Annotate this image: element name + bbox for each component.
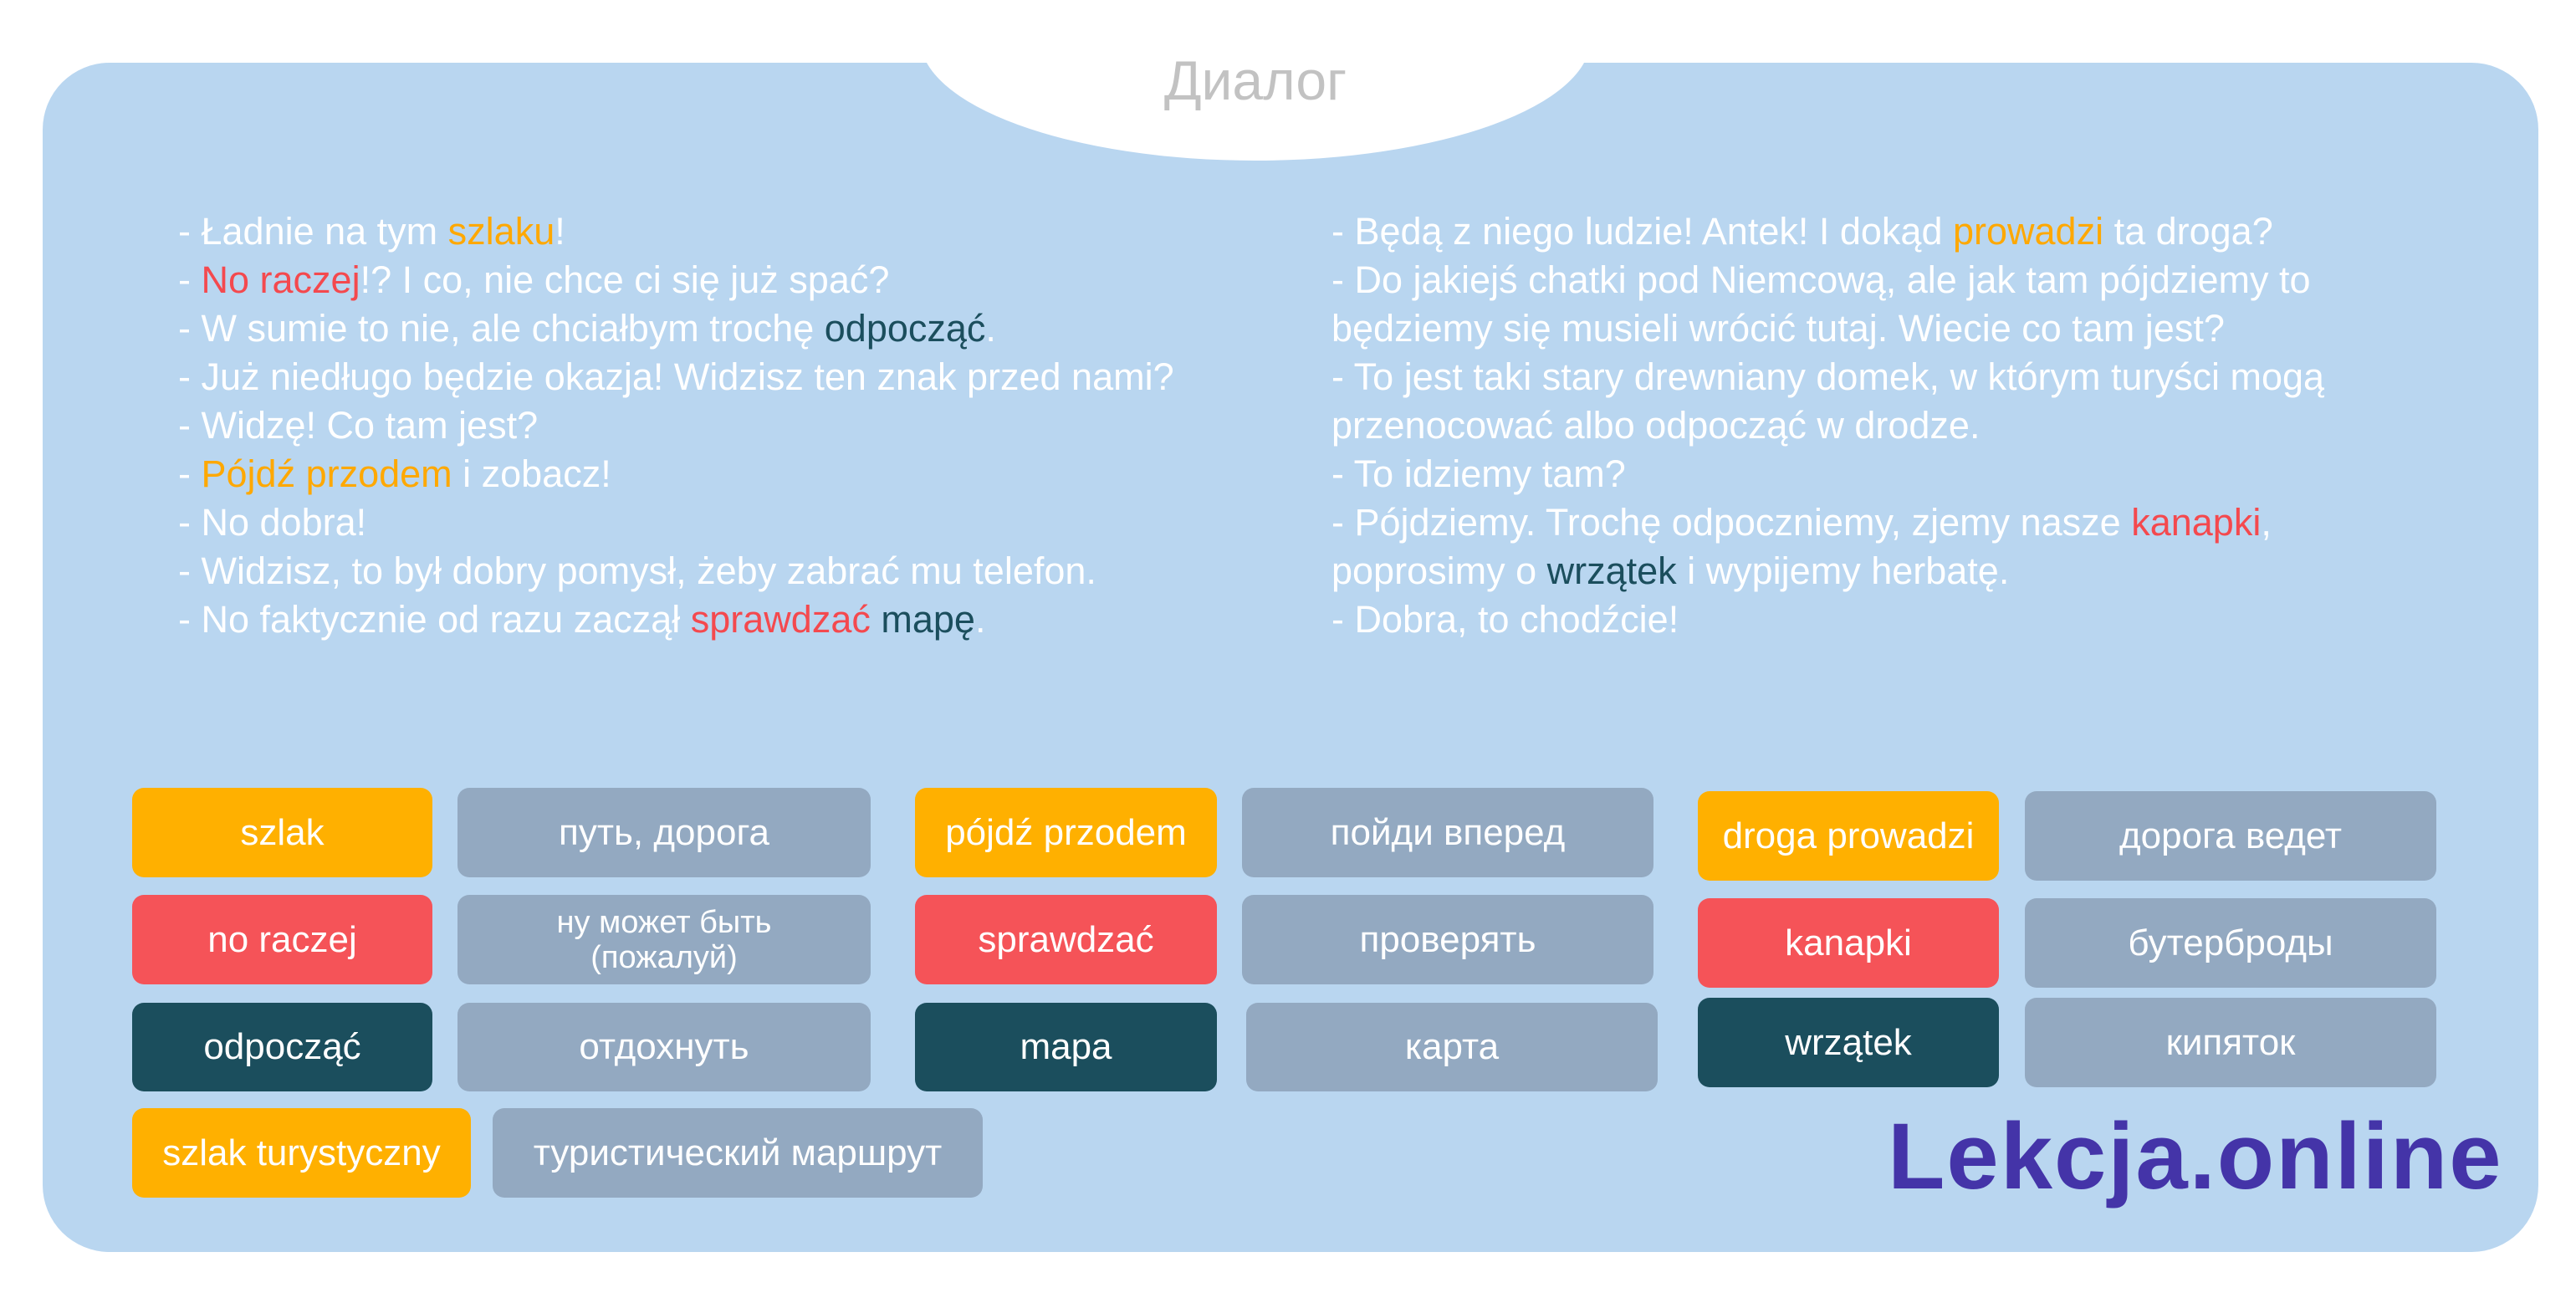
dialogue-line: - No faktycznie od razu zaczął sprawdzać…: [178, 595, 1232, 644]
dialogue-text: - No dobra!: [178, 501, 367, 544]
dialogue-line: - Widzisz, to był dobry pomysł, żeby zab…: [178, 547, 1232, 595]
vocab-word-chip: no raczej: [132, 895, 432, 984]
dialogue-text: - Do jakiejś chatki pod Niemcową, ale ja…: [1331, 258, 2311, 350]
dialogue-text: - No faktycznie od razu zaczął: [178, 598, 691, 641]
dialogue-text: .: [985, 307, 996, 350]
dialogue-line: - Już niedługo będzie okazja! Widzisz te…: [178, 353, 1232, 401]
dialogue-line: - Pójdź przodem i zobacz!: [178, 450, 1232, 498]
dialogue-text: - Widzę! Co tam jest?: [178, 404, 539, 447]
dialogue-line: - Do jakiejś chatki pod Niemcową, ale ja…: [1331, 256, 2452, 353]
dialogue-text: !: [555, 210, 565, 253]
dialogue-text: - Widzisz, to był dobry pomysł, żeby zab…: [178, 549, 1096, 592]
vocab-word-chip: droga prowadzi: [1698, 791, 1999, 881]
vocab-translation-chip: карта: [1246, 1003, 1658, 1091]
dialogue-text: ,: [2261, 501, 2272, 544]
vocab-word-chip: odpocząć: [132, 1003, 432, 1091]
dialogue-text: poprosimy o: [1331, 549, 1547, 592]
dialogue-line: - No dobra!: [178, 498, 1232, 547]
dialogue-line: - No raczej!? I co, nie chce ci się już …: [178, 256, 1232, 304]
vocab-translation-chip: пойди вперед: [1242, 788, 1653, 877]
vocab-translation-chip: кипяток: [2025, 998, 2436, 1087]
highlighted-word: prowadzi: [1952, 210, 2104, 253]
vocab-translation-chip: туристический маршрут: [493, 1108, 983, 1198]
dialogue-line: - Widzę! Co tam jest?: [178, 401, 1232, 450]
vocab-word-chip: kanapki: [1698, 898, 1999, 988]
dialogue-text: .: [974, 598, 986, 641]
vocab-translation-chip: бутерброды: [2025, 898, 2436, 988]
dialogue-text: - W sumie to nie, ale chciałbym trochę: [178, 307, 825, 350]
dialogue-line: - Ładnie na tym szlaku!: [178, 207, 1232, 256]
dialogue-text: - Dobra, to chodźcie!: [1331, 598, 1679, 641]
vocab-word-chip: szlak: [132, 788, 432, 877]
vocab-translation-chip: дорога ведет: [2025, 791, 2436, 881]
highlighted-word: odpocząć: [824, 307, 986, 350]
dialogue-text: -: [178, 452, 202, 495]
highlighted-word: sprawdzać: [690, 598, 871, 641]
dialogue-text: [871, 598, 882, 641]
lekcja-online-logo: Lekcja.online: [1888, 1104, 2503, 1209]
dialogue-text: - To jest taki stary drewniany domek, w …: [1331, 355, 2325, 447]
dialogue-text: i wypijemy herbatę.: [1676, 549, 2010, 592]
dialogue-text: i zobacz!: [452, 452, 611, 495]
vocab-translation-chip: путь, дорога: [457, 788, 871, 877]
vocab-word-chip: sprawdzać: [915, 895, 1217, 984]
vocab-word-chip: mapa: [915, 1003, 1217, 1091]
highlighted-word: szlaku: [447, 210, 555, 253]
vocab-translation-chip: отдохнуть: [457, 1003, 871, 1091]
dialogue-left-column: - Ładnie na tym szlaku!- No raczej!? I c…: [178, 207, 1232, 644]
vocab-word-chip: pójdź przodem: [915, 788, 1217, 877]
dialogue-line: - W sumie to nie, ale chciałbym trochę o…: [178, 304, 1232, 353]
dialogue-text: - Pójdziemy. Trochę odpoczniemy, zjemy n…: [1331, 501, 2132, 544]
dialogue-line: - To idziemy tam?: [1331, 450, 2452, 498]
dialogue-line: - Będą z niego ludzie! Antek! I dokąd pr…: [1331, 207, 2452, 256]
vocab-translation-chip: проверять: [1242, 895, 1653, 984]
highlighted-word: mapę: [881, 598, 975, 641]
dialogue-text: - Ładnie na tym: [178, 210, 448, 253]
dialogue-text: - To idziemy tam?: [1331, 452, 1626, 495]
highlighted-word: No raczej: [201, 258, 360, 301]
dialogue-line: - Dobra, to chodźcie!: [1331, 595, 2452, 644]
highlighted-word: kanapki: [2131, 501, 2262, 544]
dialogue-text: -: [178, 258, 202, 301]
dialogue-line: poprosimy o wrzątek i wypijemy herbatę.: [1331, 547, 2452, 595]
highlighted-word: wrzątek: [1546, 549, 1677, 592]
dialogue-line: - Pójdziemy. Trochę odpoczniemy, zjemy n…: [1331, 498, 2452, 547]
vocab-word-chip: wrzątek: [1698, 998, 1999, 1087]
dialogue-text: !? I co, nie chce ci się już spać?: [360, 258, 890, 301]
page-title: Диалог: [1163, 49, 1347, 111]
vocab-word-chip: szlak turystyczny: [132, 1108, 471, 1198]
dialogue-text: - Będą z niego ludzie! Antek! I dokąd: [1331, 210, 1953, 253]
vocab-translation-chip: ну может быть (пожалуй): [457, 895, 871, 984]
dialogue-text: - Już niedługo będzie okazja! Widzisz te…: [178, 355, 1174, 398]
dialogue-line: - To jest taki stary drewniany domek, w …: [1331, 353, 2452, 450]
dialogue-right-column: - Będą z niego ludzie! Antek! I dokąd pr…: [1331, 207, 2452, 644]
dialogue-text: ta droga?: [2103, 210, 2273, 253]
highlighted-word: Pójdź przodem: [201, 452, 452, 495]
